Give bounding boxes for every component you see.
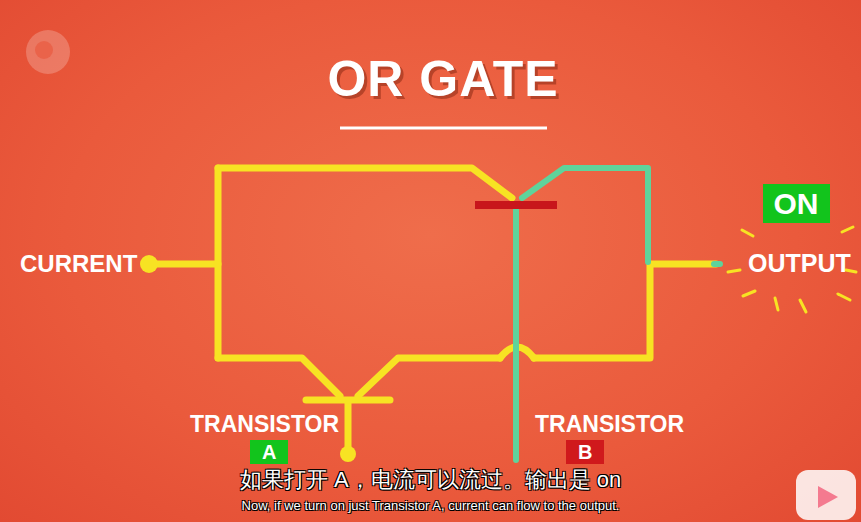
- title: OR GATE: [40, 52, 846, 107]
- part-tag: A: [250, 440, 288, 464]
- subtitle: 如果打开 A，电流可以流过。输出是 on: [0, 468, 861, 492]
- terminal-label: CURRENT: [20, 251, 137, 277]
- logo-mark: [26, 30, 70, 74]
- part-name: TRANSISTOR: [190, 412, 339, 437]
- status-text: ON: [774, 187, 819, 220]
- terminal-dot: [340, 446, 356, 462]
- wire: [149, 168, 716, 452]
- player-icon: [796, 470, 856, 520]
- status-box: ON: [763, 184, 830, 223]
- part-tag: B: [566, 440, 604, 464]
- terminal-dot: [140, 255, 158, 273]
- player-icon: [818, 486, 838, 508]
- subtitle: Now, if we turn on just Transistor A, cu…: [0, 499, 861, 513]
- terminal-label: OUTPUT: [748, 250, 851, 278]
- part-name: TRANSISTOR: [535, 412, 684, 437]
- transistor-gate-bar: [475, 201, 557, 209]
- logo-mark: [35, 41, 53, 59]
- title-underline: [340, 127, 547, 130]
- spark: [728, 227, 856, 312]
- idle-wire: [516, 168, 720, 460]
